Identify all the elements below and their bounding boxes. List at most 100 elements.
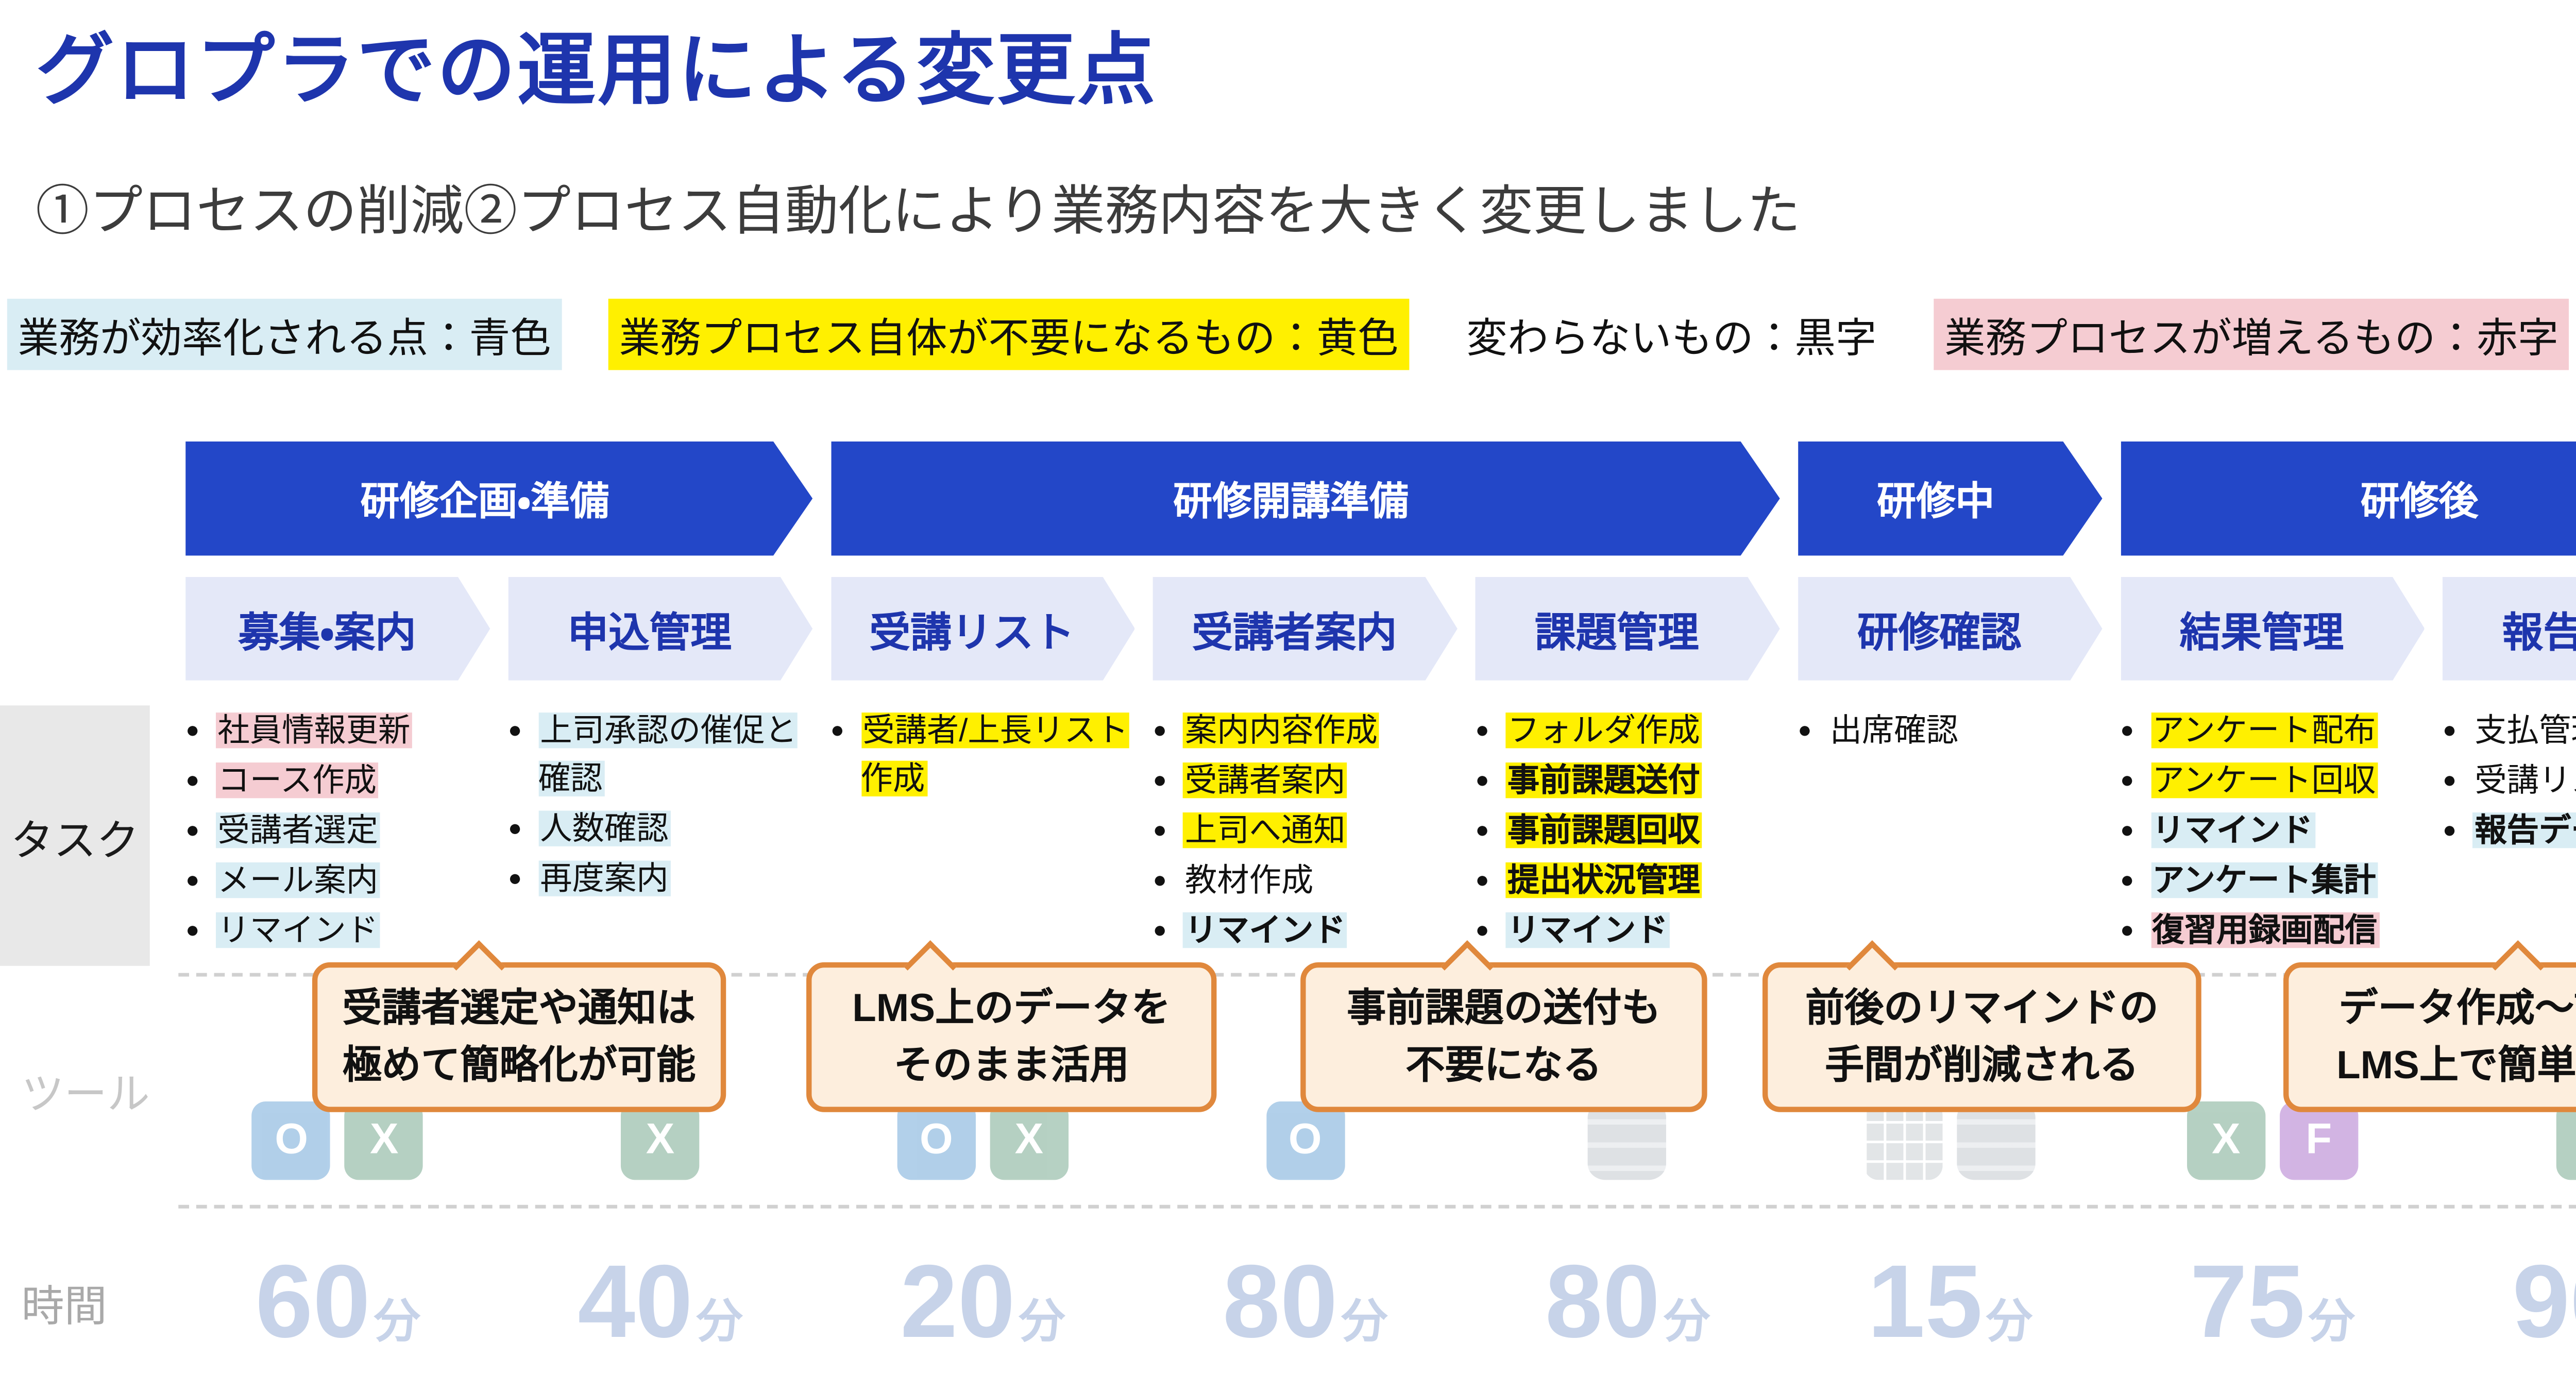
process-board: 研修企画・準備研修開講準備研修中研修後 募集・案内申込管理受講リスト受講者案内課…: [0, 442, 2576, 1390]
page-title: グロプラでの運用による変更点: [36, 27, 1158, 115]
task-list: フォルダ作成事前課題送付事前課題回収提出状況管理リマインド: [1475, 705, 1780, 966]
outlook-icon: O: [1266, 1101, 1345, 1180]
time-unit: 分: [374, 1293, 420, 1347]
forms-icon: F: [2279, 1101, 2358, 1180]
task-band-label-cell: タスク: [0, 705, 171, 966]
task-row: 社員情報更新コース作成受講者選定メール案内リマインド上司承認の催促と確認人数確認…: [171, 705, 2576, 966]
time-value: 40: [578, 1243, 693, 1360]
task-text: リマインド: [2150, 812, 2315, 848]
task-item: リマインド: [1475, 907, 1780, 955]
task-item: アンケート集計: [2120, 857, 2425, 905]
legend-item: 変わらないもの：黒字: [1466, 315, 1877, 362]
task-text: 事前課題送付: [1505, 762, 1702, 798]
excel-icon: X: [621, 1101, 700, 1180]
task-item: 事前課題回収: [1475, 807, 1780, 855]
task-item: 案内内容作成: [1153, 707, 1458, 755]
task-list: アンケート配布アンケート回収リマインドアンケート集計復習用録画配信: [2120, 705, 2425, 966]
slide: グロプラでの運用による変更点 ①プロセスの削減②プロセス自動化により業務内容を大…: [0, 6, 2576, 1392]
callout: 事前課題の送付も 不要になる: [1300, 962, 1707, 1112]
time-band: 時間 60分40分20分80分80分15分75分90分: [0, 1212, 2576, 1390]
phase-chevron: 研修開講準備: [831, 442, 1780, 556]
divider-tools-time: [178, 1204, 2576, 1209]
tool-list: X: [508, 980, 812, 1198]
subphase-chevron: 報告管理: [2443, 577, 2576, 681]
task-item: リマインド: [2120, 807, 2425, 855]
phase-row: 研修企画・準備研修開講準備研修中研修後: [171, 442, 2576, 556]
task-text: コース作成: [215, 762, 379, 798]
phase-band: 研修企画・準備研修開講準備研修中研修後: [0, 442, 2576, 556]
task-item: 受講リスト抽出: [2443, 757, 2576, 805]
time-value: 60: [255, 1243, 370, 1360]
subphase-band-label-spacer: [0, 577, 171, 681]
tools-row: OXXOXOXFX: [171, 980, 2576, 1198]
task-text: 提出状況管理: [1505, 862, 1702, 898]
task-text: 社員情報更新: [215, 712, 412, 749]
task-text: 案内内容作成: [1183, 712, 1380, 749]
row-label-tools: ツール: [21, 1070, 150, 1118]
subphase-chevron: 研修確認: [1798, 577, 2102, 681]
task-item: 社員情報更新: [185, 707, 490, 755]
tool-band: ツール OXXOXOXFX: [0, 980, 2576, 1198]
task-text: 人数確認: [538, 810, 671, 846]
task-text: リマインド: [1183, 912, 1348, 948]
task-text: 支払管理: [2475, 712, 2576, 749]
time-value: 20: [900, 1243, 1015, 1360]
task-list: 案内内容作成受講者案内上司へ通知教材作成リマインド: [1153, 705, 1458, 966]
task-text: アンケート回収: [2150, 762, 2378, 798]
task-list: 社員情報更新コース作成受講者選定メール案内リマインド: [185, 705, 490, 966]
task-item: フォルダ作成: [1475, 707, 1780, 755]
task-list: 上司承認の催促と確認人数確認再度案内: [508, 705, 812, 966]
subphase-row: 募集・案内申込管理受講リスト受講者案内課題管理研修確認結果管理報告管理: [171, 577, 2576, 681]
task-band: タスク 社員情報更新コース作成受講者選定メール案内リマインド上司承認の催促と確認…: [0, 705, 2576, 966]
legend-item: 業務プロセス自体が不要になるもの：黄色: [608, 298, 1410, 370]
time-unit: 分: [2308, 1293, 2355, 1347]
task-item: 報告データ作成: [2443, 807, 2576, 855]
task-item: 事前課題送付: [1475, 757, 1780, 805]
tool-list: X: [2443, 980, 2576, 1198]
phase-chevron: 研修中: [1798, 442, 2102, 556]
task-text: メール案内: [215, 862, 380, 898]
time-row: 60分40分20分80分80分15分75分90分: [171, 1242, 2576, 1361]
task-list: 受講者/上長リスト作成: [831, 705, 1135, 966]
excel-icon: X: [990, 1101, 1069, 1180]
task-list: 支払管理受講リスト抽出報告データ作成: [2443, 705, 2576, 966]
task-text: 事前課題回収: [1505, 812, 1702, 848]
legend-item: 業務が効率化される点：青色: [7, 298, 562, 370]
task-text: リマインド: [215, 912, 380, 948]
time-value: 90: [2512, 1243, 2576, 1360]
time-cell: 90分: [2443, 1242, 2576, 1361]
excel-icon: X: [345, 1101, 423, 1180]
tool-list: O: [1153, 980, 1458, 1198]
task-item: 受講者案内: [1153, 757, 1458, 805]
task-item: アンケート回収: [2120, 757, 2425, 805]
task-text: 受講者選定: [215, 812, 380, 848]
task-item: 復習用録画配信: [2120, 907, 2425, 955]
excel-icon: X: [2555, 1101, 2576, 1180]
outlook-icon: O: [252, 1101, 331, 1180]
database-icon: [1588, 1101, 1667, 1180]
tool-list: [1798, 980, 2102, 1198]
task-list: 出席確認: [1798, 705, 2102, 966]
time-unit: 分: [1341, 1293, 1388, 1347]
subphase-chevron: 結果管理: [2120, 577, 2425, 681]
task-text: 再度案内: [538, 860, 671, 896]
task-item: 人数確認: [508, 805, 812, 853]
subtitle: ①プロセスの削減②プロセス自動化により業務内容を大きく変更しました: [36, 182, 1801, 242]
time-band-label-cell: 時間: [0, 1270, 171, 1332]
legend: 業務が効率化される点：青色業務プロセス自体が不要になるもの：黄色 変わらないもの：…: [7, 298, 2576, 370]
subphase-chevron: 受講リスト: [831, 577, 1135, 681]
task-item: 受講者/上長リスト作成: [831, 707, 1135, 804]
task-item: 教材作成: [1153, 857, 1458, 905]
callout: LMS上のデータを そのまま活用: [806, 962, 1217, 1112]
subphase-chevron: 受講者案内: [1153, 577, 1458, 681]
time-value: 80: [1545, 1243, 1660, 1360]
time-unit: 分: [1019, 1293, 1065, 1347]
time-value: 80: [1223, 1243, 1338, 1360]
